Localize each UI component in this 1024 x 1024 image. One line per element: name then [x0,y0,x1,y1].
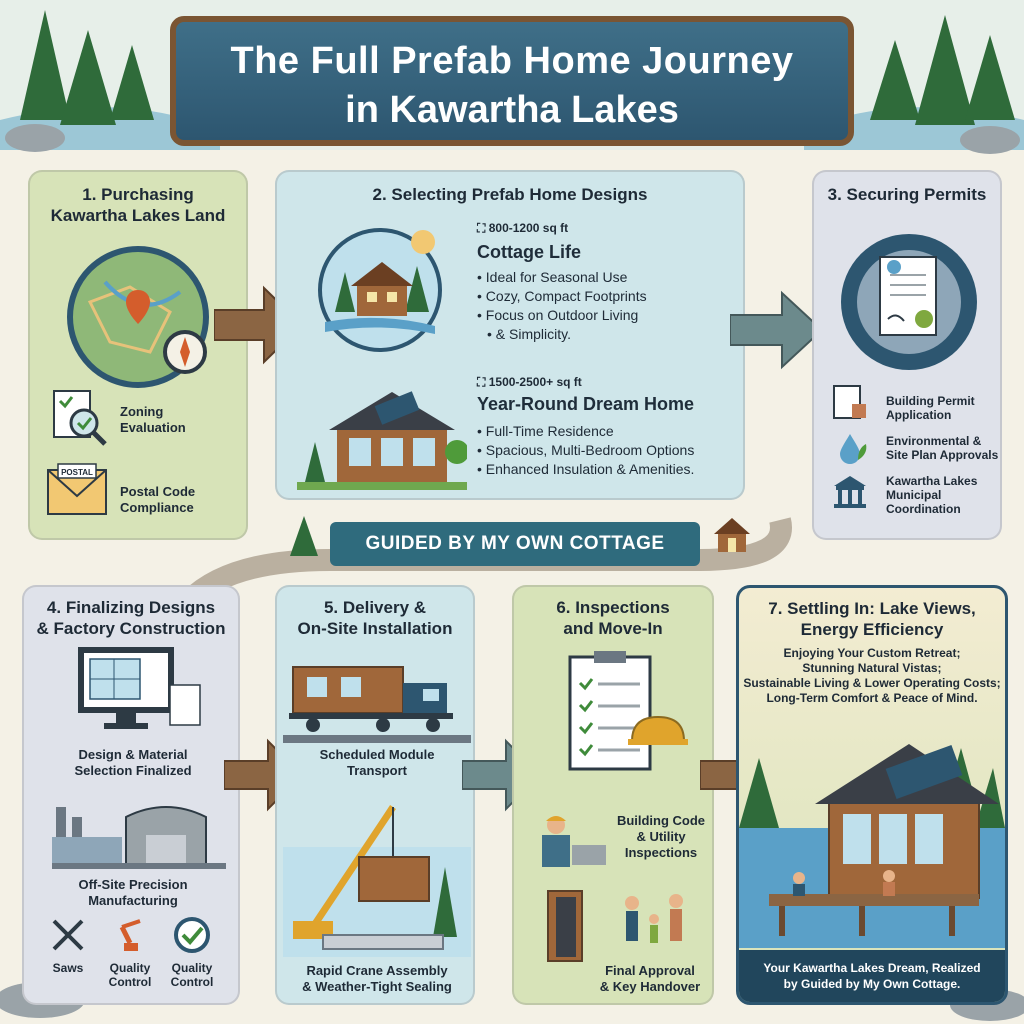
step-5-title: 5. Delivery & On-Site Installation [297,598,453,638]
cottage-size-label: ⛶ 800-1200 sq ft [477,221,569,235]
zoning-evaluation-label: Zoning Evaluation [120,404,186,435]
closing-caption-box: Your Kawartha Lakes Dream, Realized by G… [739,950,1005,1002]
settling-in-lines: Enjoying Your Custom Retreat; Stunning N… [743,646,1001,705]
step-4-title: 4. Finalizing Designs & Factory Construc… [36,598,226,638]
step-2-title: 2. Selecting Prefab Home Designs [372,185,648,204]
cottage-life-heading: Cottage Life [477,242,582,262]
checklist-hardhat-icon [568,651,688,771]
robot-arm-icon [119,919,141,951]
step-1-panel: 1. Purchasing Kawartha Lakes Land Zoning… [28,170,248,540]
permit-gear-icon [841,234,977,370]
family-door-icon [547,890,683,962]
arrow-2-to-3 [730,290,824,370]
building-permit-label: Building Permit Application [886,394,975,422]
municipal-building-icon [834,476,866,508]
step-2-panel: 2. Selecting Prefab Home Designs ⛶ 800-1… [275,170,745,500]
tree-icon [290,516,318,556]
title-banner: The Full Prefab Home Journey in Kawartha… [170,16,854,146]
step-6-panel: 6. Inspections and Move-In Building Code [512,585,714,1005]
computer-blueprint-icon [78,647,201,729]
design-selection-label: Design & Material Selection Finalized [74,747,192,778]
list-item: Full-Time Residence [477,422,694,441]
lake-house-illustration-icon [739,744,1005,948]
step-7-panel: 7. Settling In: Lake Views, Energy Effic… [736,585,1008,1005]
dream-home-list: Full-Time Residence Spacious, Multi-Bedr… [477,422,695,479]
saw-tools-icon [52,919,84,951]
dream-home-illustration-icon [297,391,467,490]
step-3-title: 3. Securing Permits [827,185,987,204]
list-item: Ideal for Seasonal Use [477,268,647,287]
guided-ribbon: GUIDED BY MY OWN COTTAGE [330,522,700,566]
crane-assembly-label: Rapid Crane Assembly & Weather-Tight Sea… [302,963,452,994]
water-drop-leaf-icon [840,434,867,464]
dream-home-size-label: ⛶ 1500-2500+ sq ft [477,375,582,389]
pine-trees-left [20,10,154,125]
magnifier-document-icon [53,390,107,446]
postal-code-compliance-label: Postal Code Compliance [120,484,196,515]
off-site-manufacturing-label: Off-Site Precision Manufacturing [78,877,188,908]
scheduled-transport-label: Scheduled Module Transport [319,747,435,778]
list-item: Enhanced Insulation & Amenities. [477,460,695,479]
list-item: Spacious, Multi-Bedroom Options [477,441,695,460]
crane-module-icon [283,805,471,957]
quality-control-label-2: Quality Control [170,961,214,989]
step-3-panel: 3. Securing Permits Building Permit Appl… [812,170,1002,540]
step-7-title: 7. Settling In: Lake Views, Energy Effic… [768,599,976,639]
final-approval-label: Final Approval & Key Handover [599,963,701,994]
step-5-panel: 5. Delivery & On-Site Installation Sched… [275,585,475,1005]
quality-control-label-1: Quality Control [108,961,152,989]
closing-caption: Your Kawartha Lakes Dream, Realized by G… [763,961,981,991]
title-line-2: in Kawartha Lakes [345,89,679,131]
municipal-coordination-label: Kawartha Lakes Municipal Coordination [886,474,978,516]
truck-module-icon [283,666,471,743]
saws-label: Saws [52,961,84,975]
factory-icon [52,806,226,869]
permit-document-icon [833,385,866,419]
list-item: Cozy, Compact Footprints [477,287,647,306]
building-code-inspections-label: Building Code & Utility Inspections [616,813,706,860]
small-cottage-icon [714,518,750,552]
checkmark-badge-icon [174,917,210,953]
list-item: & Simplicity. [477,325,647,344]
cottage-life-list: Ideal for Seasonal Use Cozy, Compact Foo… [477,268,647,344]
inspector-laptop-icon [542,816,606,867]
list-item: Focus on Outdoor Living [477,306,647,325]
dream-home-heading: Year-Round Dream Home [477,394,695,414]
map-compass-icon [67,246,209,388]
postal-badge-text: POSTAL [61,468,93,477]
step-6-title: 6. Inspections and Move-In [556,598,670,638]
environmental-approvals-label: Environmental & Site Plan Approvals [886,434,999,462]
pine-trees-right [870,15,1015,125]
postal-envelope-icon: POSTAL [47,463,107,515]
cottage-illustration-icon [318,228,442,352]
title-line-1: The Full Prefab Home Journey [230,40,794,82]
step-4-panel: 4. Finalizing Designs & Factory Construc… [22,585,240,1005]
step-1-title: 1. Purchasing Kawartha Lakes Land [50,185,226,225]
